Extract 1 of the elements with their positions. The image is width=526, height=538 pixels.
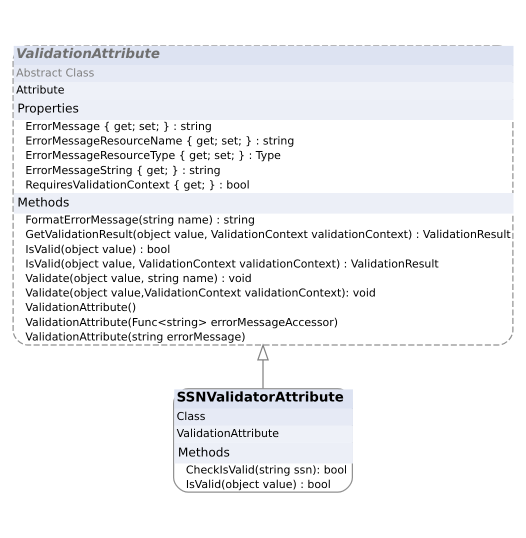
arrow [257,343,269,388]
